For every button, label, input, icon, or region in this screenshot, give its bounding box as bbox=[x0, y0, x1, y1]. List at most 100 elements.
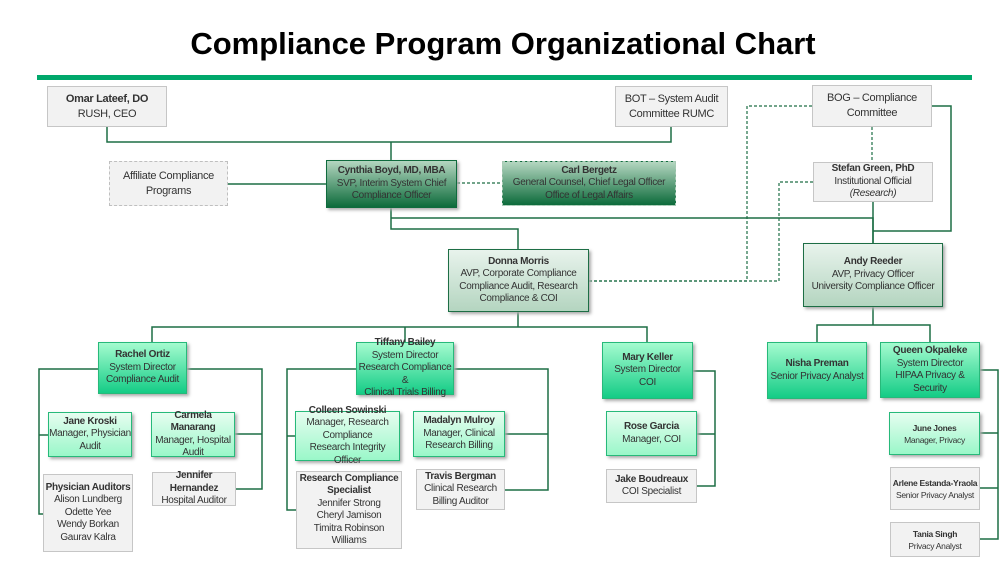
node-name: Arlene Estanda-Yraola bbox=[892, 477, 978, 488]
node-role: Privacy Analyst bbox=[908, 540, 962, 551]
node-name: Specialist bbox=[327, 485, 371, 496]
node-role: Office of Legal Affairs bbox=[545, 189, 633, 201]
node-name: Carl Bergetz bbox=[561, 164, 617, 176]
node-name: Stefan Green, PhD bbox=[831, 163, 915, 175]
node-role: AVP, Corporate Compliance bbox=[460, 268, 577, 279]
node-name: Travis Bergman bbox=[425, 470, 496, 482]
node-name: Jennifer Hernandez bbox=[169, 470, 219, 494]
node-rachel-ortiz: Rachel Ortiz System Director Compliance … bbox=[98, 342, 187, 394]
connector bbox=[286, 368, 356, 511]
node-role: Compliance bbox=[322, 429, 373, 441]
node-label: BOT – System Audit bbox=[624, 92, 719, 105]
node-name: Jane Kroski bbox=[63, 415, 117, 427]
node-name: Omar Lateef, DO bbox=[65, 92, 149, 105]
connector bbox=[980, 369, 999, 540]
node-role: System Director bbox=[614, 364, 681, 376]
node-role: Research Compliance & bbox=[358, 362, 452, 386]
node-label: Affiliate Compliance bbox=[122, 169, 214, 182]
node-colleen-sowinski: Colleen Sowinski Manager, Research Compl… bbox=[295, 405, 400, 466]
connector bbox=[390, 208, 519, 249]
node-stefan-green: Stefan Green, PhD Institutional Official… bbox=[813, 162, 933, 202]
node-role: Compliance & COI bbox=[479, 293, 558, 304]
node-name: Cynthia Boyd, MD, MBA bbox=[337, 165, 446, 177]
node-role: Institutional Official bbox=[834, 175, 912, 187]
node-name: June Jones bbox=[912, 422, 957, 433]
node-madalyn-mulroy: Madalyn Mulroy Manager, Clinical Researc… bbox=[413, 411, 505, 457]
node-bog-compliance-committee: BOG – Compliance Committee bbox=[812, 85, 932, 127]
node-name: Mary Keller bbox=[622, 351, 673, 363]
node-role: Manager, COI bbox=[622, 433, 681, 445]
node-mary-keller: Mary Keller System Director COI bbox=[602, 342, 693, 399]
node-role: Billing Auditor bbox=[432, 495, 489, 507]
connector bbox=[106, 127, 672, 143]
node-name: Donna Morris bbox=[488, 255, 549, 267]
node-cynthia-boyd: Cynthia Boyd, MD, MBA SVP, Interim Syste… bbox=[326, 160, 457, 208]
node-role: Compliance Audit, Research bbox=[459, 280, 578, 292]
node-jennifer-hernandez: Jennifer Hernandez Hospital Auditor bbox=[152, 470, 236, 507]
team-member: Alison Lundberg bbox=[54, 494, 122, 506]
node-tiffany-bailey: Tiffany Bailey System Director Research … bbox=[356, 337, 454, 398]
node-role: HIPAA Privacy & Security bbox=[895, 370, 965, 394]
node-label: BOG – Compliance bbox=[827, 92, 917, 104]
node-role: General Counsel, Chief Legal Officer bbox=[512, 177, 666, 189]
node-queen-okpaleke: Queen Okpaleke System Director HIPAA Pri… bbox=[880, 342, 980, 398]
node-role: System Director bbox=[896, 357, 964, 369]
node-name: Jake Boudreaux bbox=[614, 473, 689, 485]
node-role: Manager, Privacy bbox=[904, 434, 965, 445]
node-role: Audit bbox=[79, 440, 101, 452]
node-rose-garcia: Rose Garcia Manager, COI bbox=[606, 411, 697, 456]
node-label: Committee RUMC bbox=[628, 107, 715, 120]
node-role: Hospital Auditor bbox=[161, 495, 227, 507]
node-omar-lateef: Omar Lateef, DO RUSH, CEO bbox=[47, 86, 167, 127]
node-travis-bergman: Travis Bergman Clinical Research Billing… bbox=[416, 469, 505, 510]
node-name: Tania Singh bbox=[912, 528, 958, 539]
node-role: (Research) bbox=[849, 188, 897, 200]
node-physician-auditors: Physician Auditors Alison Lundberg Odett… bbox=[43, 474, 133, 552]
node-name: Physician Auditors bbox=[45, 481, 131, 493]
team-member: Cheryl Jamison bbox=[316, 510, 382, 521]
node-role: Clinical Research bbox=[424, 483, 497, 495]
node-role: Research Integrity Officer bbox=[309, 442, 386, 466]
node-role: Compliance Officer bbox=[351, 190, 432, 202]
node-donna-morris: Donna Morris AVP, Corporate Compliance C… bbox=[448, 249, 589, 312]
node-role: Clinical Trials Billing bbox=[364, 387, 446, 399]
connector bbox=[693, 370, 716, 487]
node-role: Manager, Clinical bbox=[423, 427, 495, 439]
connector bbox=[151, 326, 648, 342]
node-name: Research Compliance bbox=[299, 472, 399, 484]
team-member: Gaurav Kalra bbox=[60, 531, 116, 543]
node-name: Nisha Preman bbox=[785, 358, 849, 369]
page-title: Compliance Program Organizational Chart bbox=[190, 26, 816, 61]
node-name: Rose Garcia bbox=[623, 421, 680, 432]
connector bbox=[38, 368, 98, 515]
node-june-jones: June Jones Manager, Privacy bbox=[889, 412, 980, 455]
node-name: Rachel Ortiz bbox=[115, 349, 170, 361]
node-jake-boudreaux: Jake Boudreaux COI Specialist bbox=[606, 469, 697, 503]
node-role: Manager, Research bbox=[306, 417, 389, 429]
node-affiliate-programs: Affiliate Compliance Programs bbox=[109, 161, 228, 206]
node-arlene-estanda-yraola: Arlene Estanda-Yraola Senior Privacy Ana… bbox=[890, 467, 980, 510]
node-role: Senior Privacy Analyst bbox=[770, 370, 864, 382]
node-role: RUSH, CEO bbox=[77, 107, 137, 120]
node-name: Colleen Sowinski bbox=[308, 404, 387, 416]
node-tania-singh: Tania Singh Privacy Analyst bbox=[890, 522, 980, 557]
node-label: Programs bbox=[145, 184, 192, 197]
node-role: System Director bbox=[109, 361, 176, 373]
node-role: SVP, Interim System Chief bbox=[336, 177, 447, 189]
node-role: COI Specialist bbox=[621, 486, 682, 497]
node-role: Senior Privacy Analyst bbox=[896, 489, 974, 500]
connector bbox=[187, 368, 263, 490]
node-research-compliance-specialist: Research Compliance Specialist Jennifer … bbox=[296, 471, 402, 549]
connector bbox=[816, 324, 931, 342]
node-label: Committee bbox=[846, 107, 898, 119]
team-member: Wendy Borkan bbox=[57, 519, 119, 531]
node-role: Audit bbox=[182, 447, 204, 458]
node-nisha-preman: Nisha Preman Senior Privacy Analyst bbox=[767, 342, 867, 399]
node-role: Compliance Audit bbox=[105, 374, 180, 386]
node-jane-kroski: Jane Kroski Manager, Physician Audit bbox=[48, 412, 132, 457]
node-role: Manager, Hospital bbox=[155, 434, 231, 446]
node-name: Madalyn Mulroy bbox=[423, 415, 495, 427]
dotted-connector bbox=[589, 105, 812, 282]
